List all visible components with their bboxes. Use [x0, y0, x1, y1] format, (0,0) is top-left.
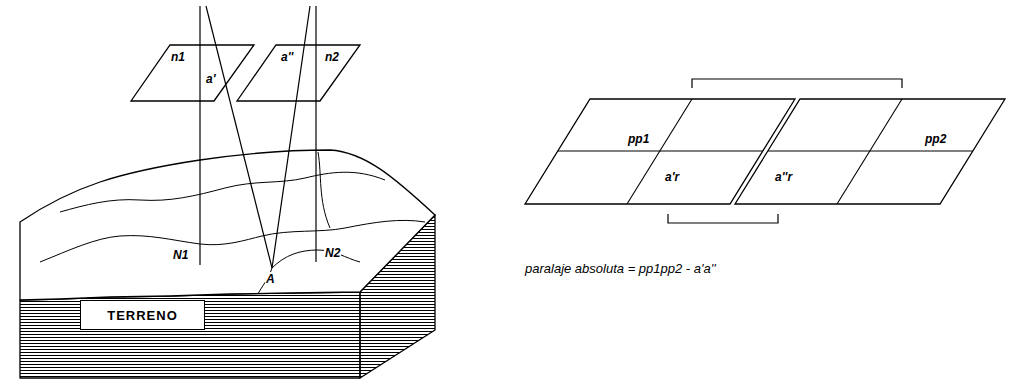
terrain-relief-part [318, 152, 330, 228]
photo-plane-outline [236, 44, 361, 102]
photo-print-border [735, 99, 1005, 204]
photo-plane: a'' n2 [236, 44, 361, 102]
point-label: A [265, 272, 276, 286]
terrain-relief-part [60, 172, 385, 212]
photo-print: pp1 a'r [524, 98, 796, 206]
terrain-relief [40, 152, 425, 294]
point-label: a'r [664, 170, 680, 184]
photo-print-outline [524, 98, 796, 206]
point-label: pp1 [627, 132, 650, 146]
point-label: a' [205, 72, 217, 86]
photo-plane-border [131, 45, 254, 101]
terrain-title-box: TERRENO [80, 300, 205, 330]
terrain-relief-part [40, 220, 425, 262]
terrain-block-part [20, 292, 360, 378]
distance-brackets-part [668, 214, 778, 223]
distance-brackets-part [692, 79, 902, 88]
point-label: n1 [170, 50, 186, 64]
photo-plane-outline [130, 44, 255, 102]
photo-print-border [525, 99, 795, 204]
point-label: pp2 [924, 132, 947, 146]
nadir-label: N1 [172, 248, 189, 262]
photo-print-outline [734, 98, 1006, 206]
nadir-label: N2 [324, 246, 341, 260]
box-title: TERRENO [107, 308, 178, 323]
photo-plane-border [237, 45, 360, 101]
terrain-block [20, 150, 435, 378]
point-label: a'' [280, 50, 294, 64]
fiducial-line [627, 99, 692, 204]
point-label: a''r [774, 170, 793, 184]
formula-note: paralaje absoluta = pp1pp2 - a'a'' [524, 262, 717, 276]
point-label: n2 [324, 50, 340, 64]
terrain-block-part [20, 150, 435, 300]
photo-plane: n1 a' [130, 44, 255, 102]
fiducial-line [837, 99, 902, 204]
photo-print: a''r pp2 [734, 98, 1006, 206]
